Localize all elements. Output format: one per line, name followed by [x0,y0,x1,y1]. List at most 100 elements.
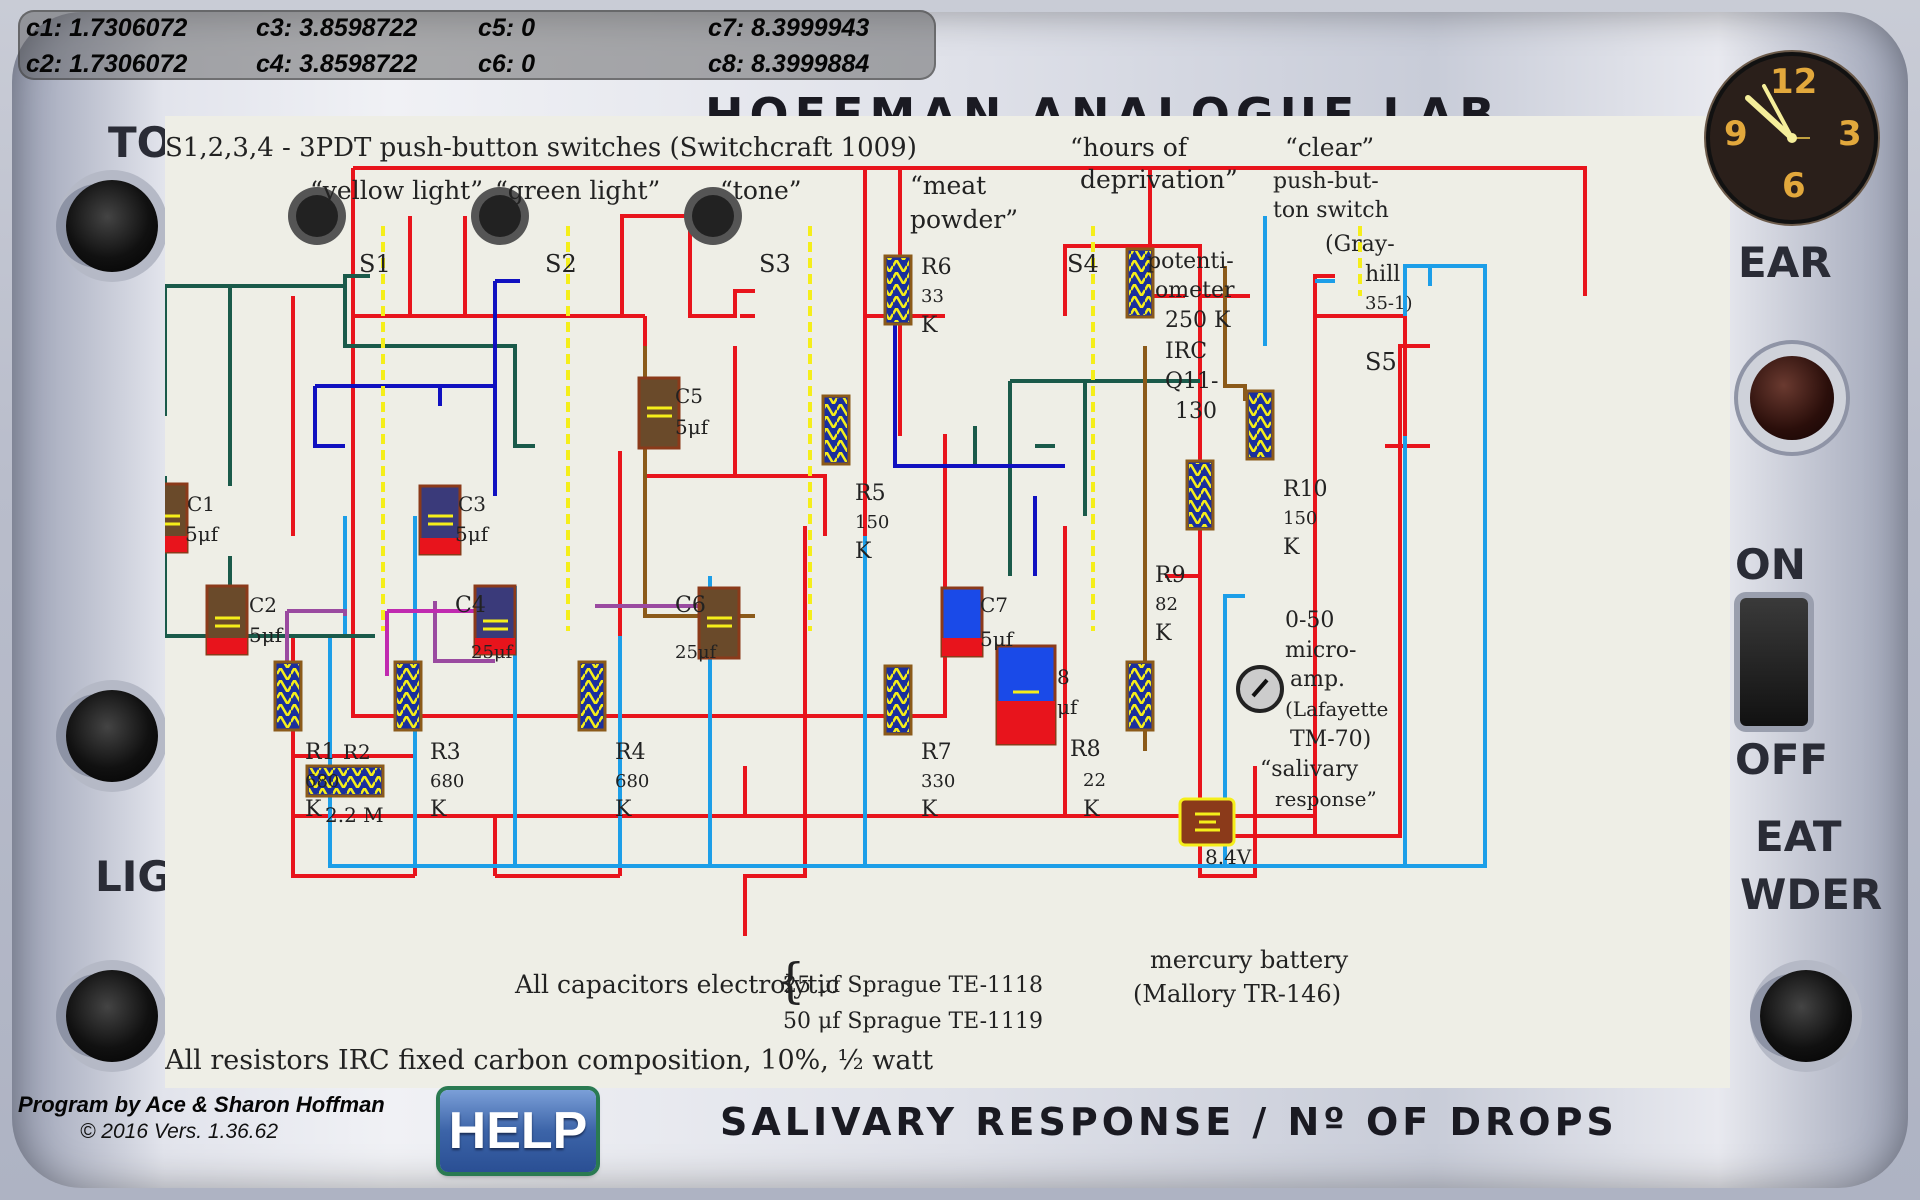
right-off-label: OFF [1735,735,1829,784]
s3-label: S3 [759,250,791,278]
r8-value: 22 [1083,770,1106,791]
pot-label-6: 130 [1175,399,1217,424]
pot-label-1: potenti- [1147,249,1234,274]
meter-label-7: response” [1275,787,1377,811]
clear-label-2: push-but- [1273,169,1379,194]
on-off-switch[interactable] [1740,598,1808,726]
r8-unit: K [1083,797,1100,822]
r3-unit: K [430,797,447,822]
meter-label-2: micro- [1285,638,1356,663]
s5-label: S5 [1365,348,1397,376]
capacitor-readout-bar: c1: 1.7306072 c2: 1.7306072 c3: 3.859872… [18,10,936,80]
caps-note-b: 50 μf Sprague TE-1119 [783,1009,1043,1034]
readout-c6: c6: 0 [478,50,535,78]
s2-label: S2 [545,250,577,278]
r5-unit: K [855,539,872,564]
meter-label-5: TM-70) [1290,727,1371,752]
clock-6: 6 [1782,166,1806,206]
pot-label-3: 250 K [1165,308,1231,333]
r4-value: 680 [615,771,649,792]
c4-label: C4 [455,593,486,618]
right-clear-label: EAR [1738,238,1832,287]
c7-value: 5μf [980,627,1015,651]
r10-label: R10 [1283,477,1328,502]
meter-label-6: “salivary [1260,757,1359,782]
hours-label-1: “hours of [1070,133,1189,162]
c1-value: 5μf [185,522,220,546]
r4-unit: K [615,797,632,822]
c2-value: 5μf [249,623,284,647]
meter-label-3: amp. [1290,667,1345,692]
clock-3: 3 [1838,114,1862,154]
meter-label-4: (Lafayette [1285,697,1388,721]
r10-unit: K [1283,535,1300,560]
s1-label: S1 [359,250,391,278]
r7-value: 330 [921,771,955,792]
battery-label-2: (Mallory TR-146) [1133,980,1341,1008]
r10-value: 150 [1283,508,1317,529]
resistors-note: All resistors IRC fixed carbon compositi… [165,1045,933,1076]
c3-label: C3 [458,492,486,516]
pot-label-5: Q11- [1165,369,1218,394]
r8-label: R8 [1070,737,1101,762]
meat-label-2: powder” [910,205,1018,234]
r1-value: 680 [305,771,339,792]
right-meat-label: EAT [1755,812,1842,861]
push-buttons[interactable] [288,187,742,245]
salivary-response-label: SALIVARY RESPONSE / Nº OF DROPS [720,1100,1618,1144]
capacitor-plates [165,406,1039,694]
c8-value: μf [1057,695,1079,719]
meat-powder-toggle[interactable] [1760,970,1852,1062]
light-toggle-upper[interactable] [66,690,158,782]
teal-wires [165,274,1200,638]
r5-value: 150 [855,512,889,533]
battery-label-1: mercury battery [1150,946,1349,974]
clear-label-1: “clear” [1285,133,1374,162]
meter-label-1: 0-50 [1285,608,1334,633]
readout-c5: c5: 0 [478,14,535,42]
tone-label: “tone” [720,176,802,205]
r9-label: R9 [1155,563,1186,588]
caps-note-a: 25 μf Sprague TE-1118 [783,973,1043,998]
c7-label: C7 [980,593,1008,617]
resistors [273,247,1275,798]
r9-unit: K [1155,621,1172,646]
schematic-header: S1,2,3,4 - 3PDT push-button switches (Sw… [165,133,917,163]
pot-label-2: ometer [1155,278,1235,303]
clear-lamp[interactable] [1750,356,1834,440]
r6-unit: K [921,313,938,338]
r2-value: 2.2 M [325,803,384,827]
credits-line-1: Program by Ace & Sharon Hoffman [18,1092,385,1117]
c5-value: 5μf [675,415,710,439]
s4-label: S4 [1067,250,1099,278]
caps-brace: { [775,953,806,1009]
light-toggle-lower[interactable] [66,970,158,1062]
clear-label-4: (Gray- [1325,232,1395,257]
clock-12: 12 [1770,62,1818,102]
help-button[interactable]: HELP [440,1090,596,1172]
right-on-label: ON [1735,540,1806,589]
readout-c1: c1: 1.7306072 [26,14,188,42]
readout-c3: c3: 3.8598722 [256,14,418,42]
switch-linkages [381,226,1362,631]
green-light-label: “green light” [495,176,660,205]
clear-label-3: ton switch [1273,198,1389,223]
r7-unit: K [921,797,938,822]
c8-label: 8 [1057,665,1070,689]
c2-label: C2 [249,593,277,617]
r6-value: 33 [921,286,944,307]
r5-label: R5 [855,481,886,506]
r4-label: R4 [615,740,646,765]
r1-unit: K [305,797,322,822]
readout-c7: c7: 8.3999943 [708,14,870,42]
meat-label-1: “meat [910,171,986,200]
left-top-label: TO [108,118,173,167]
mercury-battery [1178,797,1236,847]
red-wires [291,166,1587,936]
circuit-schematic: S1,2,3,4 - 3PDT push-button switches (Sw… [165,116,1730,1088]
tone-toggle[interactable] [66,180,158,272]
clear-label-6: 35-1) [1365,293,1412,314]
clock: 12 3 6 9 [1710,56,1874,220]
c6-value: 25μf [675,642,718,663]
capacitors [165,376,1057,746]
